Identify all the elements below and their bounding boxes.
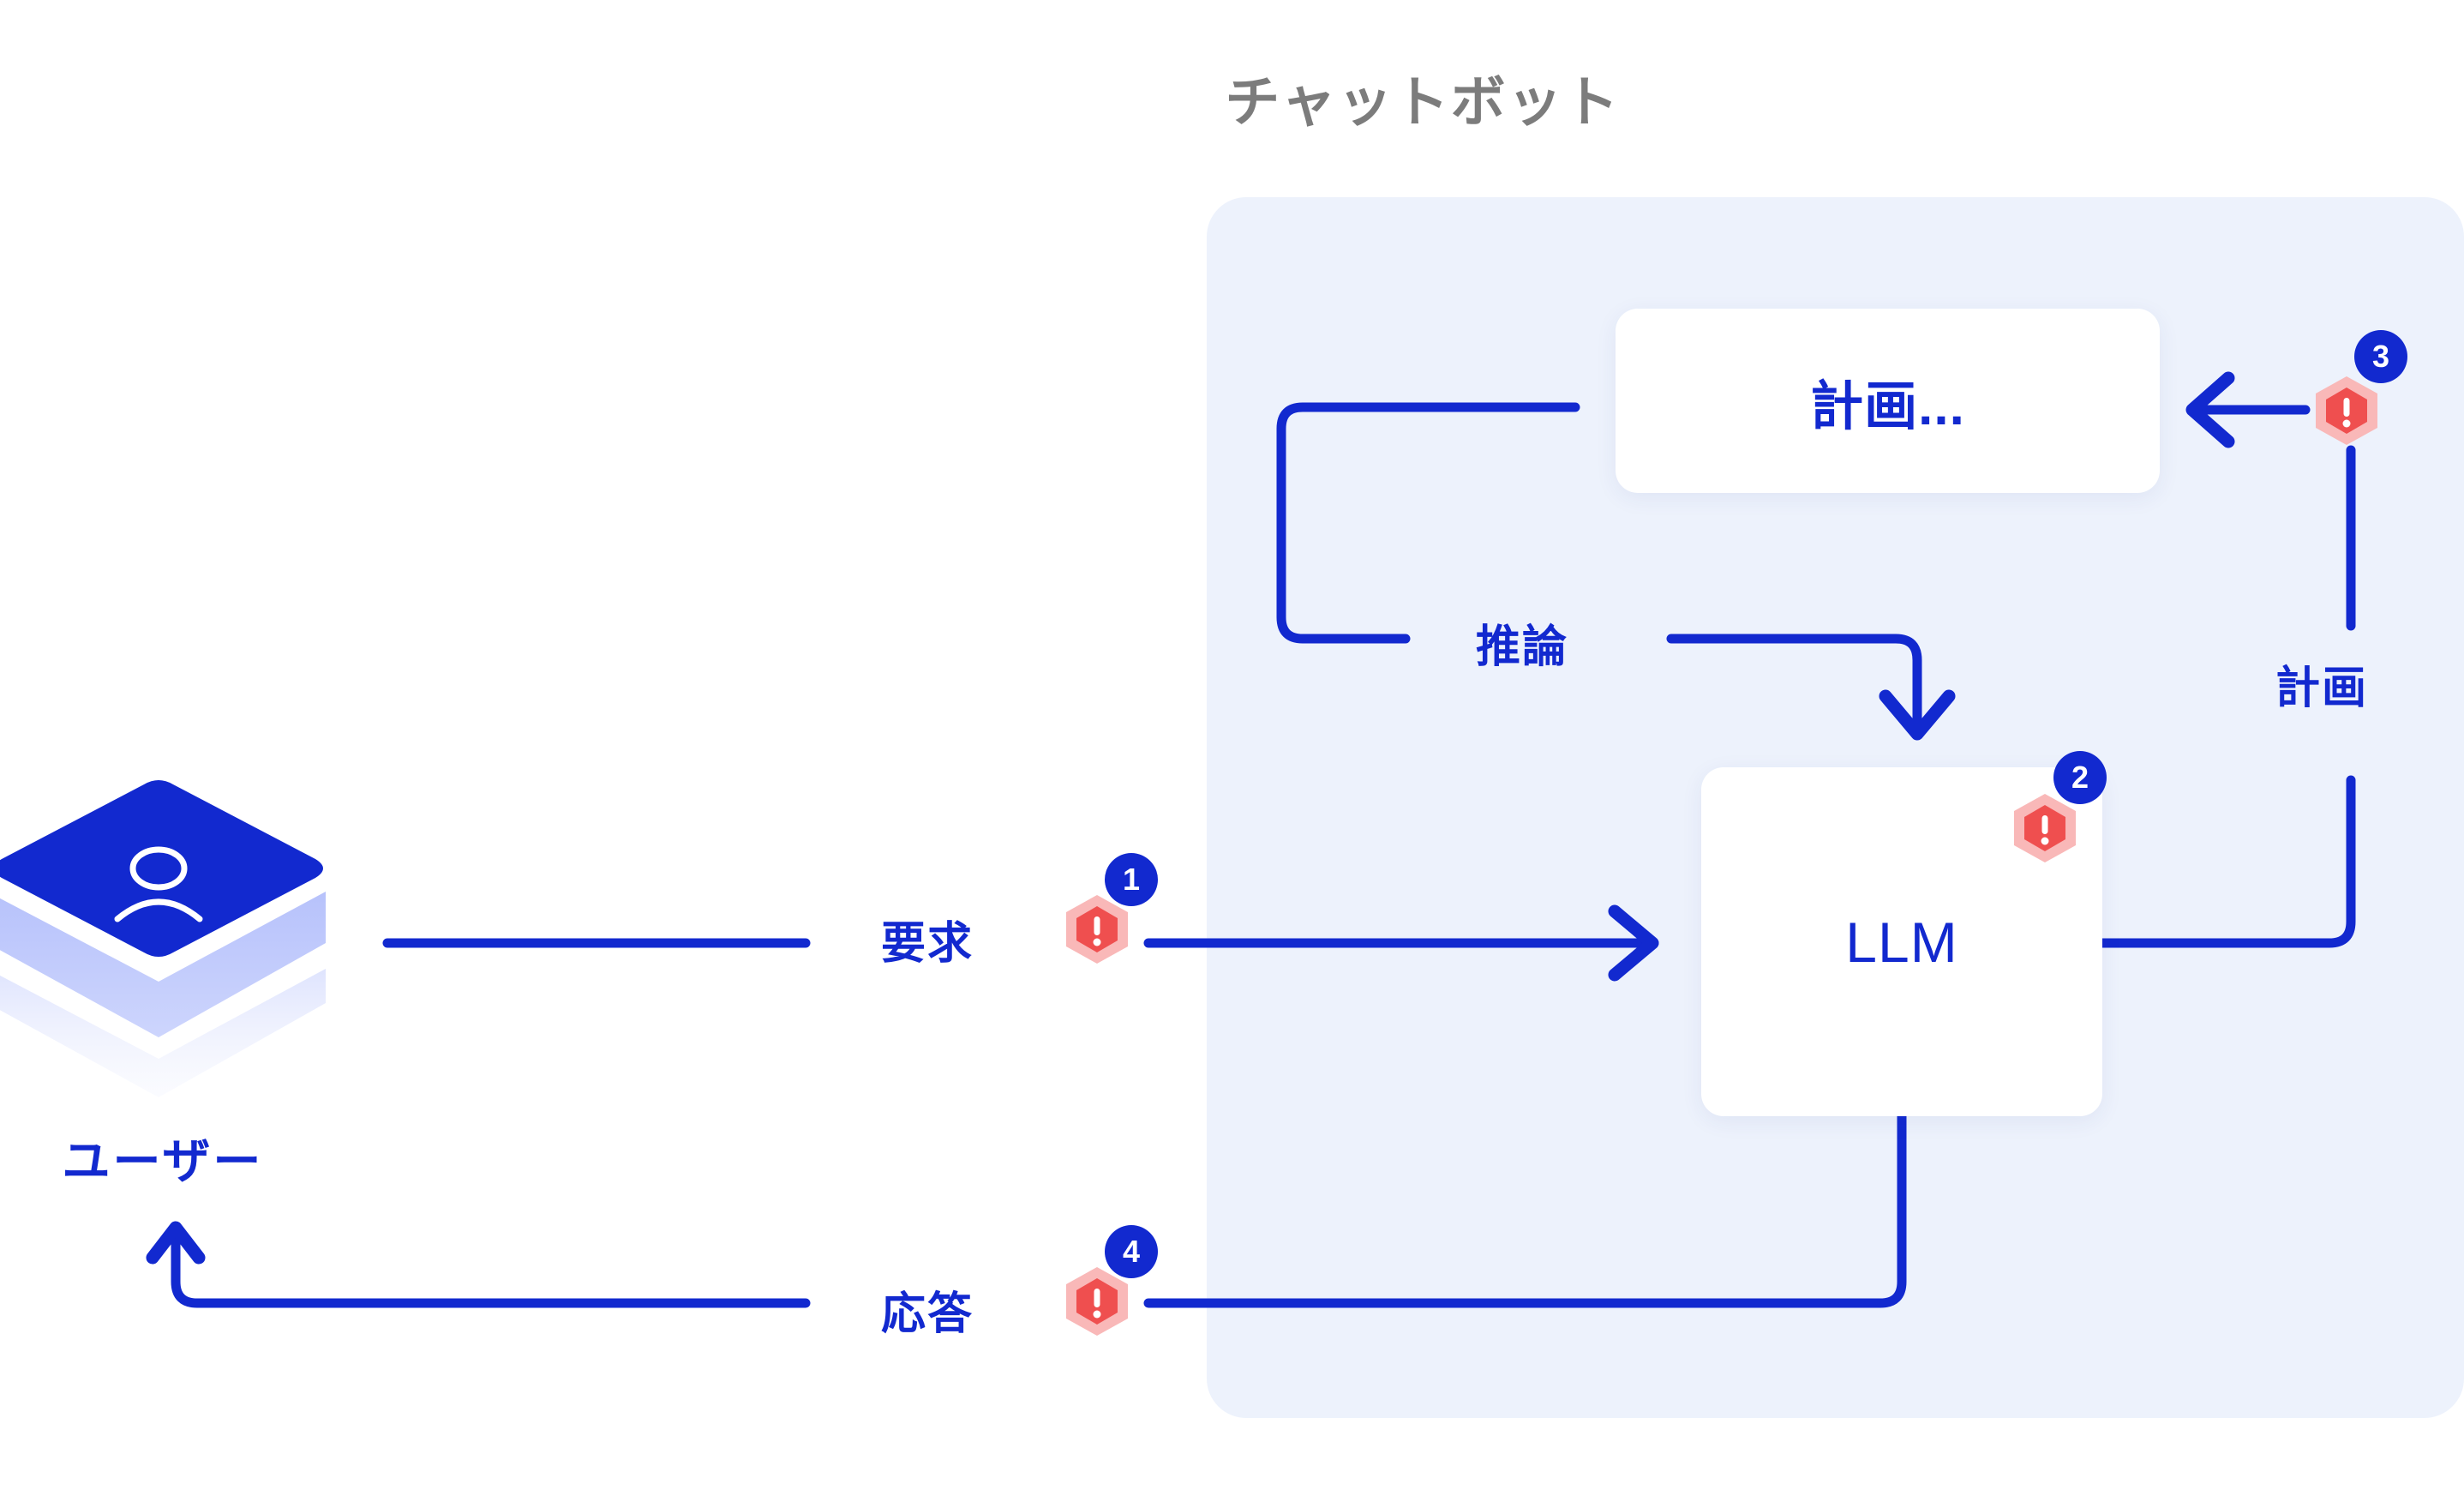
warning-hexagon-icon[interactable] <box>2311 375 2383 447</box>
warning-hexagon-icon[interactable] <box>2009 792 2081 864</box>
edge-label-response: 応答 <box>881 1289 974 1339</box>
step-badge[interactable]: 2 <box>2053 751 2107 804</box>
step-badge[interactable]: 3 <box>2354 330 2407 383</box>
page-title: チャットボット <box>1225 71 1621 133</box>
step-badge[interactable]: 4 <box>1105 1225 1158 1278</box>
warning-hexagon-icon[interactable] <box>1061 893 1133 965</box>
llm-node-label: LLM <box>1845 910 1958 974</box>
wire-response-to-user <box>171 1225 811 1308</box>
step-badge[interactable]: 1 <box>1105 853 1158 906</box>
plan-node-label: 計画... <box>1810 376 1965 436</box>
arrowhead-into-user <box>146 1221 206 1265</box>
user-avatar-icon <box>0 780 326 1097</box>
edge-label-plan: 計画 <box>2275 664 2369 713</box>
user-label: ユーザー <box>62 1134 264 1188</box>
edge-label-inference: 推論 <box>1476 622 1569 672</box>
warning-hexagon-icon[interactable] <box>1061 1265 1133 1337</box>
edge-label-request: 要求 <box>881 919 974 969</box>
plan-node[interactable]: 計画... <box>1616 309 2160 493</box>
